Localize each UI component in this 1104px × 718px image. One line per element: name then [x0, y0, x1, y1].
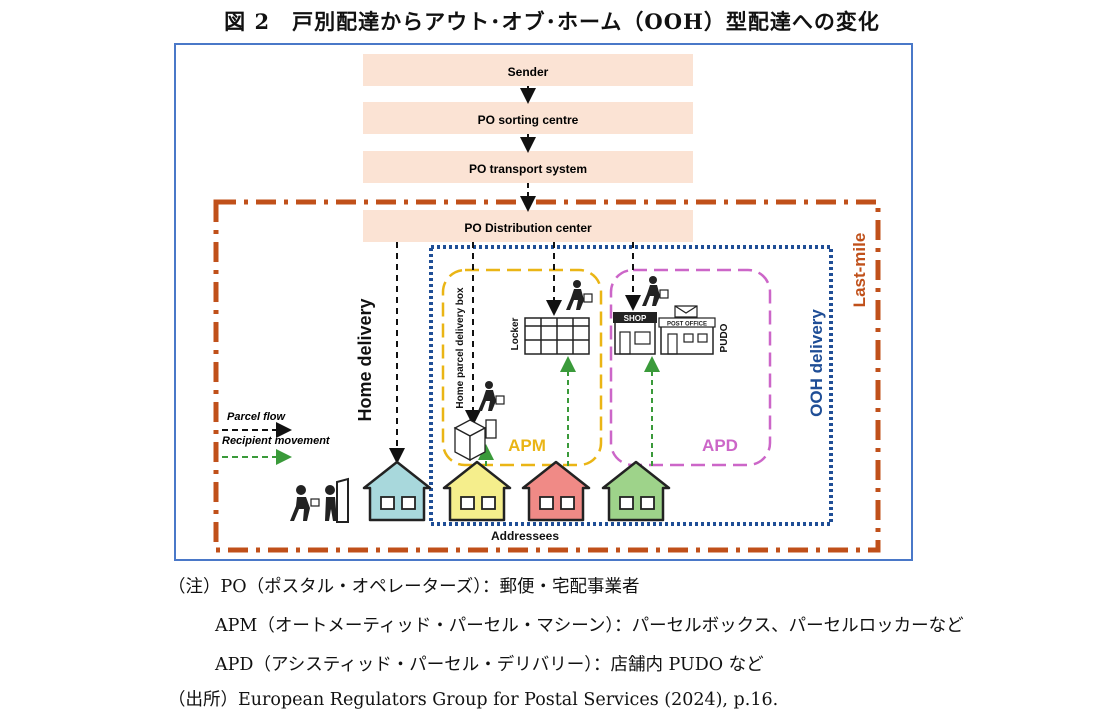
home-parcel-box-label: Home parcel delivery box — [455, 287, 466, 409]
delivery-diagram: Sender PO sorting centre PO transport sy… — [174, 43, 913, 561]
flow-box-label: PO sorting centre — [478, 113, 579, 127]
legend-recipient-movement: Recipient movement — [222, 435, 331, 447]
locker-label: Locker — [510, 317, 521, 350]
ooh-frame — [429, 245, 833, 526]
locker-icon — [524, 317, 590, 355]
note-apd: APD（アシスティッド・パーセル・デリバリー）：店舗内 PUDO など — [215, 655, 764, 675]
last-mile-label: Last-mile — [850, 233, 869, 308]
shop-sign: SHOP — [624, 314, 647, 323]
ooh-delivery-label: OOH delivery — [807, 309, 826, 417]
post-office-icon: POST OFFICE — [658, 305, 716, 355]
flow-box-sorting: PO sorting centre — [363, 102, 693, 134]
apm-frame — [441, 268, 603, 467]
apd-label: APD — [702, 436, 738, 455]
house-icon-green — [601, 460, 671, 522]
house-icon-red — [521, 460, 591, 522]
figure-title: 図 2 戸別配達からアウト･オブ･ホーム（OOH）型配達への変化 — [224, 9, 880, 34]
note-po: （注）PO（ポスタル・オペレーターズ）：郵便・宅配事業者 — [168, 577, 640, 597]
last-mile-frame — [213, 199, 881, 553]
recipient-door-icon — [290, 477, 349, 523]
courier-icon — [642, 276, 669, 306]
note-apm: APM（オートメーティッド・パーセル・マシーン）：パーセルボックス、パーセルロッ… — [215, 616, 964, 636]
flow-box-label: PO Distribution center — [464, 221, 592, 235]
outer-frame — [174, 43, 913, 561]
pudo-label: PUDO — [719, 323, 730, 352]
apm-label: APM — [508, 436, 546, 455]
home-delivery-label: Home delivery — [355, 298, 375, 421]
flow-box-transport: PO transport system — [363, 151, 693, 183]
apd-frame — [609, 268, 772, 467]
addressees-label: Addressees — [491, 529, 559, 543]
house-icon-yellow — [442, 460, 512, 522]
legend-parcel-flow: Parcel flow — [227, 411, 287, 423]
courier-icon — [478, 381, 505, 411]
flow-box-label: PO transport system — [469, 162, 587, 176]
flow-box-distribution: PO Distribution center — [363, 210, 693, 242]
flow-box-label: Sender — [508, 65, 549, 79]
post-office-sign: POST OFFICE — [667, 322, 707, 328]
legend: Parcel flow Recipient movement — [222, 411, 331, 465]
shop-icon: SHOP — [613, 312, 657, 355]
flow-box-sender: Sender — [363, 54, 693, 86]
house-icon-blue — [362, 460, 432, 522]
courier-icon — [566, 280, 593, 310]
parcel-box-icon — [453, 419, 497, 462]
note-source: （出所）European Regulators Group for Postal… — [168, 690, 779, 710]
